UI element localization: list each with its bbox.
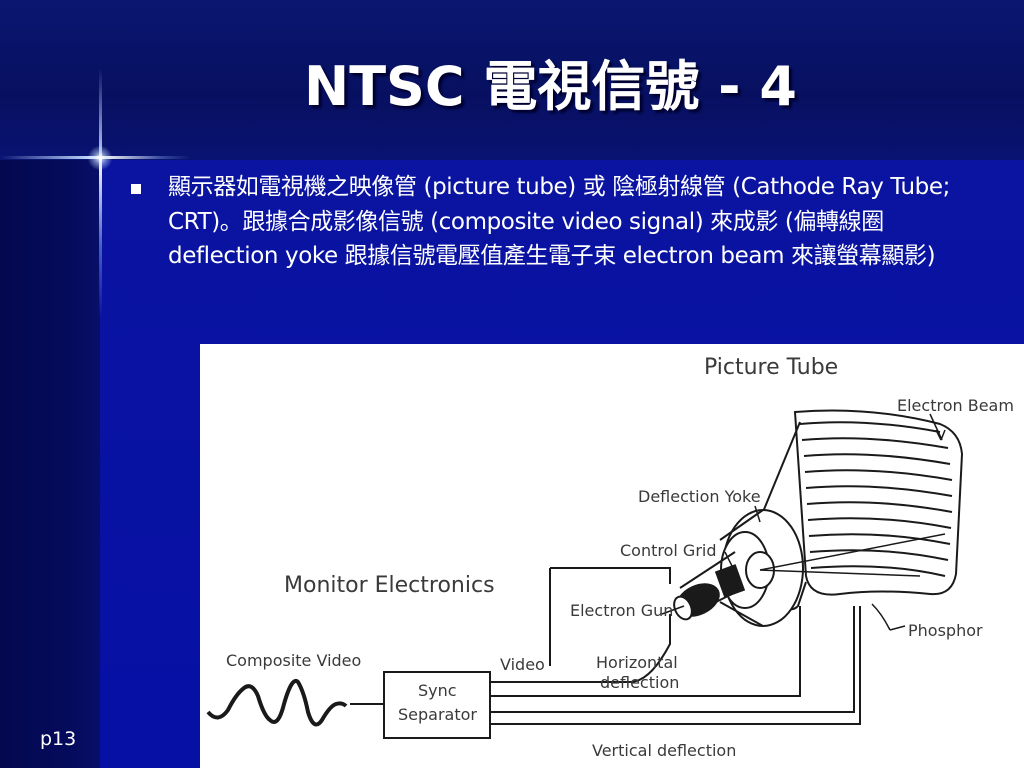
label-vertical-deflection: Vertical deflection — [592, 741, 736, 760]
control-grid-block — [714, 564, 746, 598]
light-flare-vertical — [99, 68, 102, 318]
label-deflection-yoke: Deflection Yoke — [638, 487, 761, 506]
slide-title: NTSC 電視信號 - 4 — [304, 55, 797, 118]
label-phosphor: Phosphor — [908, 621, 983, 640]
label-control-grid: Control Grid — [620, 541, 717, 560]
diagram-svg: Picture Tube Electron Beam Deflection Yo… — [206, 355, 1014, 760]
label-sync-2: Separator — [398, 705, 477, 724]
horizontal-wire — [490, 606, 801, 697]
sync-separator-box — [383, 671, 491, 739]
label-electron-gun: Electron Gun — [570, 601, 673, 620]
title-band — [0, 0, 1024, 160]
light-flare-core — [88, 146, 112, 170]
picture-tube-diagram: Picture Tube Electron Beam Deflection Yo… — [200, 344, 1024, 768]
bullet-marker — [131, 184, 141, 194]
bullet-text: 顯示器如電視機之映像管 (picture tube) 或 陰極射線管 (Cath… — [168, 174, 950, 269]
pointer-electron-beam — [929, 413, 943, 441]
label-electron-beam: Electron Beam — [897, 396, 1014, 415]
label-composite-video: Composite Video — [226, 651, 361, 670]
label-horizontal-line-1: Horizontal — [596, 653, 678, 672]
left-band — [0, 160, 100, 768]
label-video: Video — [500, 655, 545, 674]
funnel-top — [757, 421, 801, 525]
label-monitor-electronics: Monitor Electronics — [284, 573, 495, 598]
screen-line — [799, 421, 941, 433]
label-picture-tube: Picture Tube — [704, 355, 838, 380]
composite-video-waveform — [206, 679, 348, 727]
label-sync-1: Sync — [418, 681, 457, 700]
vertical-wire — [490, 606, 855, 713]
page-number: p13 — [40, 728, 77, 750]
label-horizontal-line-2: deflection — [600, 673, 679, 692]
